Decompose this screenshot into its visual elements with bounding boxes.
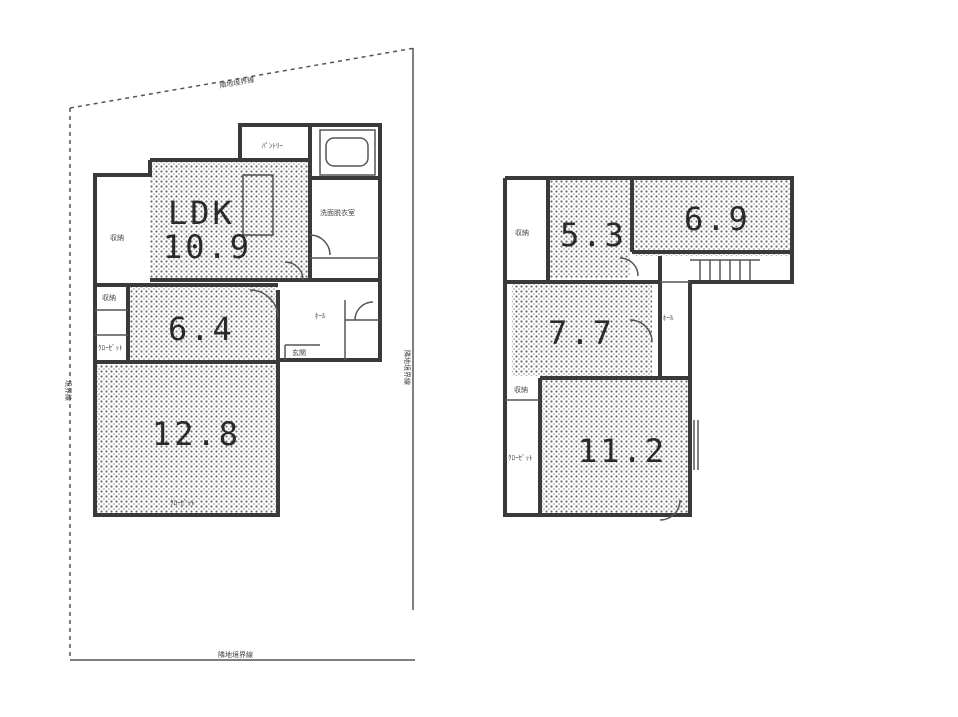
svg-text:収納: 収納 [515,228,529,237]
svg-text:ｸﾛｰｾﾞｯﾄ: ｸﾛｰｾﾞｯﾄ [170,499,195,507]
room-11-2-label: 11.2 [578,432,667,470]
svg-text:隣地境界線: 隣地境界線 [218,650,253,659]
stairs [690,259,760,280]
svg-text:玄関: 玄関 [292,348,306,357]
room-6-4-label: 6.4 [168,310,235,348]
svg-text:収納: 収納 [514,385,528,394]
svg-text:ﾎｰﾙ: ﾎｰﾙ [315,312,326,320]
svg-text:隣地境界線: 隣地境界線 [219,75,255,90]
svg-text:ｸﾛｰｾﾞｯﾄ: ｸﾛｰｾﾞｯﾄ [508,454,533,462]
room-7-7 [512,284,652,376]
room-6-4 [128,285,278,360]
room-5-3-label: 5.3 [560,216,627,254]
ldk-area-label: 10.9 [163,228,252,266]
svg-text:隣地境界線: 隣地境界線 [403,350,412,385]
floor-2: 収納 ﾎｰﾙ 収納 ｸﾛｰｾﾞｯﾄ 5.3 6.9 7.7 11.2 [503,176,794,521]
room-12-8 [95,365,278,515]
ldk-label: LDK [168,194,235,232]
svg-text:境界線: 境界線 [64,380,73,401]
room-7-7-label: 7.7 [548,314,615,352]
svg-text:ﾎｰﾙ: ﾎｰﾙ [663,314,674,322]
room-12-8-label: 12.8 [152,415,241,453]
svg-text:ｸﾛｰｾﾞｯﾄ: ｸﾛｰｾﾞｯﾄ [98,344,123,352]
floor-1: ﾊﾟﾝﾄﾘｰ 洗面脱衣室 収納 収納 ｸﾛｰｾﾞｯﾄ 玄関 ﾎｰﾙ ｸﾛｰｾﾞｯ… [93,123,382,517]
svg-text:収納: 収納 [110,233,124,242]
room-5-3 [548,178,630,278]
svg-text:洗面脱衣室: 洗面脱衣室 [320,208,355,217]
room-ldk [150,160,310,280]
room-6-9 [634,178,792,256]
room-11-2 [540,378,690,513]
room-6-9-label: 6.9 [684,200,751,238]
svg-text:ﾊﾟﾝﾄﾘｰ: ﾊﾟﾝﾄﾘｰ [262,142,283,150]
svg-text:収納: 収納 [102,293,116,302]
